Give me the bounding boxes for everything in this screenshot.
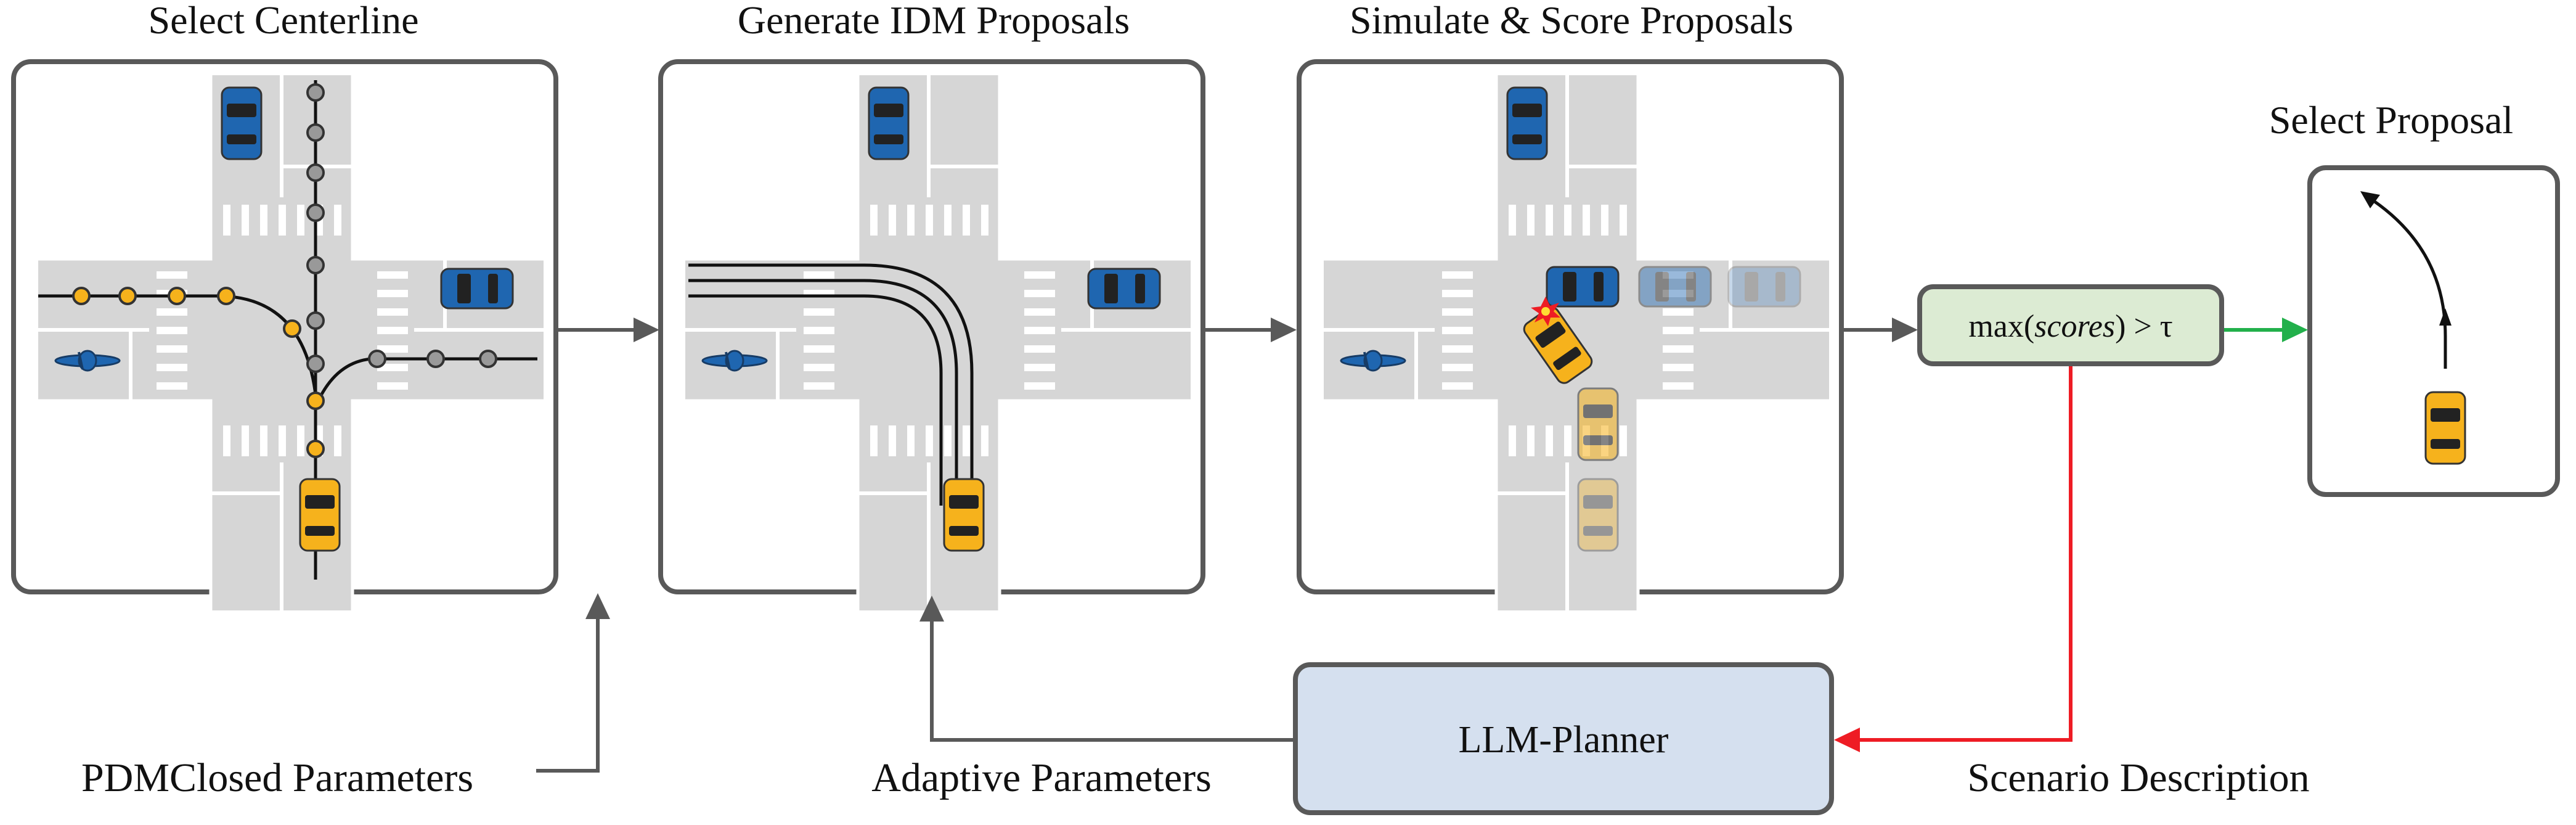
ego-car-icon: [2424, 391, 2466, 465]
panel-select-proposal: [2307, 165, 2560, 497]
blue-car-icon: [1546, 266, 1620, 308]
decision-formula: max(scores) > τ: [1968, 309, 2172, 344]
path-arrowhead-icon: [2439, 308, 2452, 326]
ego-car-icon: [943, 478, 985, 552]
idm-proposal-paths: [688, 263, 974, 506]
arrow-adaptive-params: [930, 617, 1293, 742]
blue-car-icon: [440, 268, 514, 310]
ego-car-ghost-icon: [1577, 478, 1619, 552]
arrowhead-icon: [1271, 318, 1297, 342]
stage-title-select-centerline: Select Centerline: [149, 0, 419, 42]
stage-title-select-proposal: Select Proposal: [2269, 98, 2513, 142]
arrowhead-icon: [1834, 728, 1860, 752]
scenario-description-label: Scenario Description: [1967, 755, 2309, 800]
decision-box: max(scores) > τ: [1917, 284, 2224, 366]
ego-car-icon: [299, 478, 341, 552]
centerline-nodes: [72, 83, 497, 503]
blue-car-icon: [868, 86, 910, 160]
stage-title-simulate-score: Simulate & Score Proposals: [1350, 0, 1793, 42]
blue-car-icon: [1506, 86, 1548, 160]
ego-car-ghost-icon: [1577, 387, 1619, 461]
pdm-params-label: PDMClosed Parameters: [81, 755, 473, 800]
blue-car-ghost-icon: [1727, 266, 1801, 308]
arrowhead-icon: [919, 596, 944, 622]
blue-car-icon: [221, 86, 263, 160]
arrowhead-icon: [2282, 318, 2308, 342]
flow-arrows: [536, 328, 1895, 773]
llm-planner-box: LLM-Planner: [1293, 662, 1834, 815]
path-arrowhead-icon: [2360, 191, 2380, 208]
blue-car-icon: [1087, 268, 1161, 310]
llm-planner-label: LLM-Planner: [1459, 719, 1669, 761]
blue-car-ghost-icon: [1638, 266, 1712, 308]
adaptive-params-label: Adaptive Parameters: [871, 755, 1212, 800]
arrow-decision-to-llm: [1860, 366, 2073, 742]
panel-generate-idm: [658, 59, 1205, 610]
stage-title-generate-idm: Generate IDM Proposals: [738, 0, 1130, 42]
arrowhead-icon: [634, 318, 659, 342]
arrowhead-icon: [1892, 318, 1918, 342]
arrowhead-icon: [585, 593, 610, 619]
collision-burst-icon: [1531, 297, 1560, 326]
panel-select-centerline: [11, 59, 558, 610]
arrow-pdm-params: [536, 610, 600, 773]
panel-simulate-score: [1297, 59, 1844, 610]
